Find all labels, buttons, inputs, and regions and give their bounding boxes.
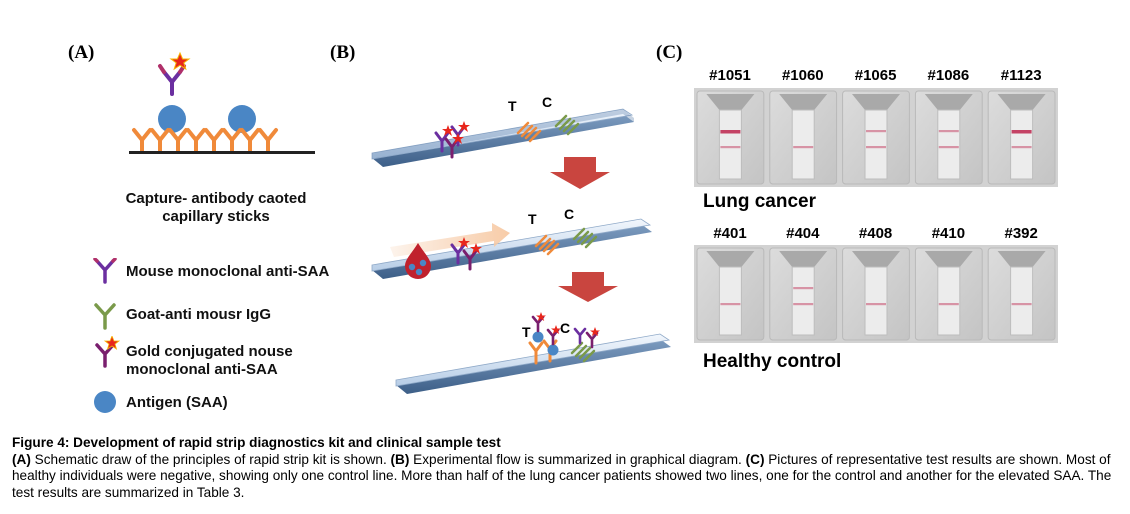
control-band bbox=[1011, 146, 1032, 149]
test-band bbox=[720, 130, 741, 134]
control-band bbox=[866, 146, 886, 149]
sample-id-label: #401 bbox=[713, 225, 747, 242]
control-band bbox=[866, 303, 886, 306]
capture-schematic bbox=[129, 51, 315, 154]
conjugate-pad bbox=[434, 121, 470, 159]
antigen-icon bbox=[158, 105, 186, 133]
sample-id-label: #1123 bbox=[1000, 67, 1042, 84]
panel-a-label: (A) bbox=[68, 42, 95, 63]
test-band bbox=[793, 287, 814, 290]
bound-control-line bbox=[570, 327, 600, 363]
down-arrow-icon bbox=[558, 272, 618, 302]
test-cassette bbox=[914, 247, 983, 341]
caption-b-text: Experimental flow is summarized in graph… bbox=[409, 451, 746, 467]
sample-id-label: #1086 bbox=[927, 67, 970, 84]
sample-id-label: #404 bbox=[786, 225, 820, 242]
down-arrow-icon bbox=[550, 157, 610, 189]
test-band bbox=[1011, 130, 1032, 134]
control-band bbox=[1011, 303, 1032, 306]
sample-id-label: #1051 bbox=[709, 67, 751, 84]
purple-antibody-icon bbox=[93, 258, 117, 284]
conjugate-pad bbox=[450, 237, 482, 271]
lung-cancer-label: Lung cancer bbox=[703, 191, 816, 212]
sample-id-label: #1060 bbox=[781, 67, 824, 84]
legend-goat-igg: Goat-anti mousr IgG bbox=[126, 306, 272, 323]
figure-caption: Figure 4: Development of rapid strip dia… bbox=[12, 435, 1122, 501]
green-antibody-icon bbox=[94, 303, 116, 330]
test-strip bbox=[395, 333, 671, 394]
test-cassette bbox=[696, 247, 765, 341]
test-cassette bbox=[696, 90, 765, 185]
control-band bbox=[793, 146, 814, 149]
test-cassette bbox=[914, 90, 983, 185]
legend-antigen: Antigen (SAA) bbox=[126, 394, 228, 411]
control-line-label: C bbox=[542, 94, 552, 110]
control-line bbox=[572, 227, 598, 249]
detection-antibody-icon bbox=[158, 51, 191, 96]
flow-diagram: T C T C bbox=[371, 94, 671, 394]
capture-antibody-row bbox=[132, 128, 278, 153]
test-cassette bbox=[769, 90, 838, 185]
blood-drop-icon bbox=[405, 243, 431, 279]
antigen-icon bbox=[228, 105, 256, 133]
test-line-label: T bbox=[528, 211, 537, 227]
test-cassette bbox=[842, 247, 910, 341]
sample-id-label: #392 bbox=[1004, 225, 1038, 242]
control-band bbox=[720, 303, 741, 306]
panel-c-label: (C) bbox=[656, 42, 683, 63]
caption-c-label: (C) bbox=[745, 451, 765, 467]
test-line bbox=[534, 234, 560, 256]
control-band bbox=[938, 146, 959, 149]
stick-surface bbox=[129, 151, 315, 154]
surface-label: Capture- antibody caoted capillary stick… bbox=[125, 190, 307, 225]
panel-b-label: (B) bbox=[330, 42, 356, 63]
caption-b-label: (B) bbox=[390, 451, 410, 467]
control-band bbox=[720, 146, 741, 149]
control-band bbox=[793, 303, 814, 306]
control-line-label: C bbox=[560, 320, 570, 336]
caption-title: Figure 4: Development of rapid strip dia… bbox=[12, 435, 501, 450]
test-cassette bbox=[769, 247, 838, 341]
legend-mouse-anti-saa: Mouse monoclonal anti-SAA bbox=[126, 263, 330, 280]
control-line bbox=[554, 114, 580, 136]
legend-gold-anti-saa: Gold conjugated nouse monoclonal anti-SA… bbox=[126, 343, 293, 378]
test-line-label: T bbox=[508, 98, 517, 114]
test-cassette bbox=[987, 90, 1056, 185]
control-line-label: C bbox=[564, 206, 574, 222]
healthy-control-label: Healthy control bbox=[703, 351, 842, 372]
antigen-icon bbox=[94, 391, 116, 413]
gold-antibody-icon bbox=[95, 336, 120, 368]
caption-a-text: Schematic draw of the principles of rapi… bbox=[30, 451, 391, 467]
healthy-control-strip-photo bbox=[694, 245, 1058, 343]
control-band bbox=[938, 303, 959, 306]
bound-test-line bbox=[528, 312, 561, 365]
test-line bbox=[516, 121, 542, 143]
caption-a-label: (A) bbox=[12, 451, 31, 467]
sample-id-label: #410 bbox=[931, 225, 966, 242]
test-band bbox=[938, 130, 959, 133]
caption-c-text: Pictures of representative test results … bbox=[12, 451, 1112, 500]
test-cassette bbox=[842, 90, 910, 185]
test-band bbox=[866, 130, 886, 133]
sample-id-label: #408 bbox=[858, 225, 893, 242]
sample-id-label: #1065 bbox=[854, 67, 897, 84]
test-cassette bbox=[987, 247, 1056, 341]
test-line-label: T bbox=[522, 324, 531, 340]
lung-cancer-strip-photo bbox=[694, 88, 1058, 187]
